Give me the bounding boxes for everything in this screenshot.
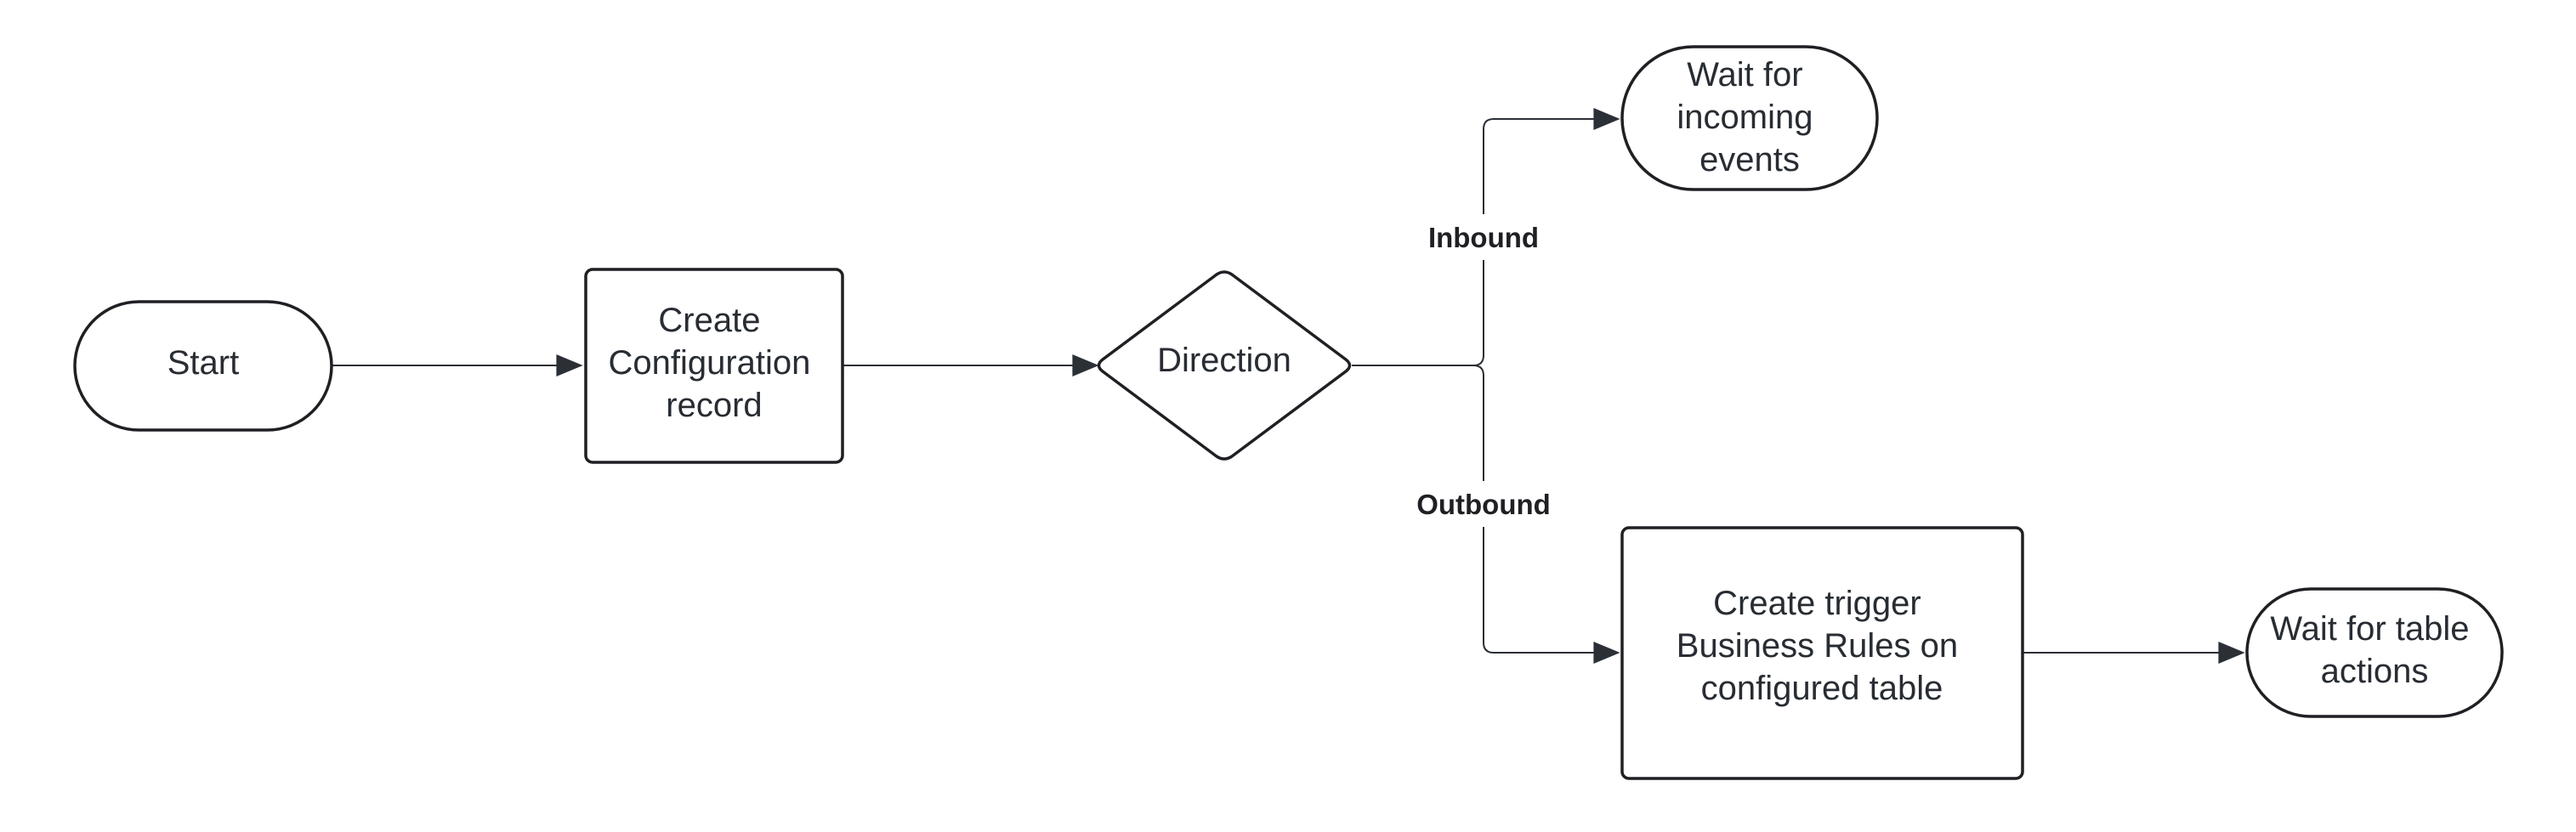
wait-for-incoming-events-node: Wait for incoming events — [1620, 45, 1879, 191]
wait-table-label-line-2: actions — [2321, 653, 2429, 690]
svg-text:Direction: Direction — [1157, 342, 1291, 379]
edge-direction-to-create-trigger — [1472, 365, 1620, 664]
create-config-label-line-2: Configuration — [608, 344, 810, 382]
create-trigger-business-rules-node: Create trigger Business Rules on configu… — [1620, 526, 2024, 780]
inbound-label: Inbound — [1428, 222, 1539, 253]
wait-incoming-label-line-3: events — [1699, 141, 1800, 178]
edge-label-outbound: Outbound — [1407, 481, 1560, 527]
direction-decision-node: Direction — [1097, 270, 1352, 461]
svg-text:Start: Start — [167, 344, 239, 382]
create-trigger-label-line-3: configured table — [1701, 670, 1943, 707]
wait-for-table-actions-node: Wait for table actions — [2245, 587, 2504, 718]
wait-table-label-line-1: Wait for table — [2270, 610, 2469, 648]
svg-text:Create trigger Business: Create trigger Business Rules on configu… — [1677, 585, 1967, 707]
edge-label-inbound: Inbound — [1420, 214, 1547, 260]
start-node: Start — [73, 300, 333, 432]
create-config-label-line-1: Create — [658, 302, 760, 339]
direction-label: Direction — [1157, 342, 1291, 379]
outbound-label: Outbound — [1416, 489, 1551, 520]
create-configuration-record-node: Create Configuration record — [584, 268, 844, 464]
wait-incoming-label-line-1: Wait for — [1687, 56, 1802, 93]
create-trigger-label-line-2: Business Rules on — [1677, 627, 1958, 665]
start-label: Start — [167, 344, 239, 382]
create-config-label-line-3: record — [666, 387, 762, 424]
svg-text:Wait for table actions: Wait for table actions — [2270, 610, 2478, 690]
svg-text:Create Configuration: Create Configuration record — [608, 302, 820, 424]
svg-text:Wait for incoming: Wait for incoming events — [1677, 56, 1822, 178]
wait-incoming-label-line-2: incoming — [1677, 99, 1813, 136]
create-trigger-label-line-1: Create trigger — [1713, 585, 1921, 622]
